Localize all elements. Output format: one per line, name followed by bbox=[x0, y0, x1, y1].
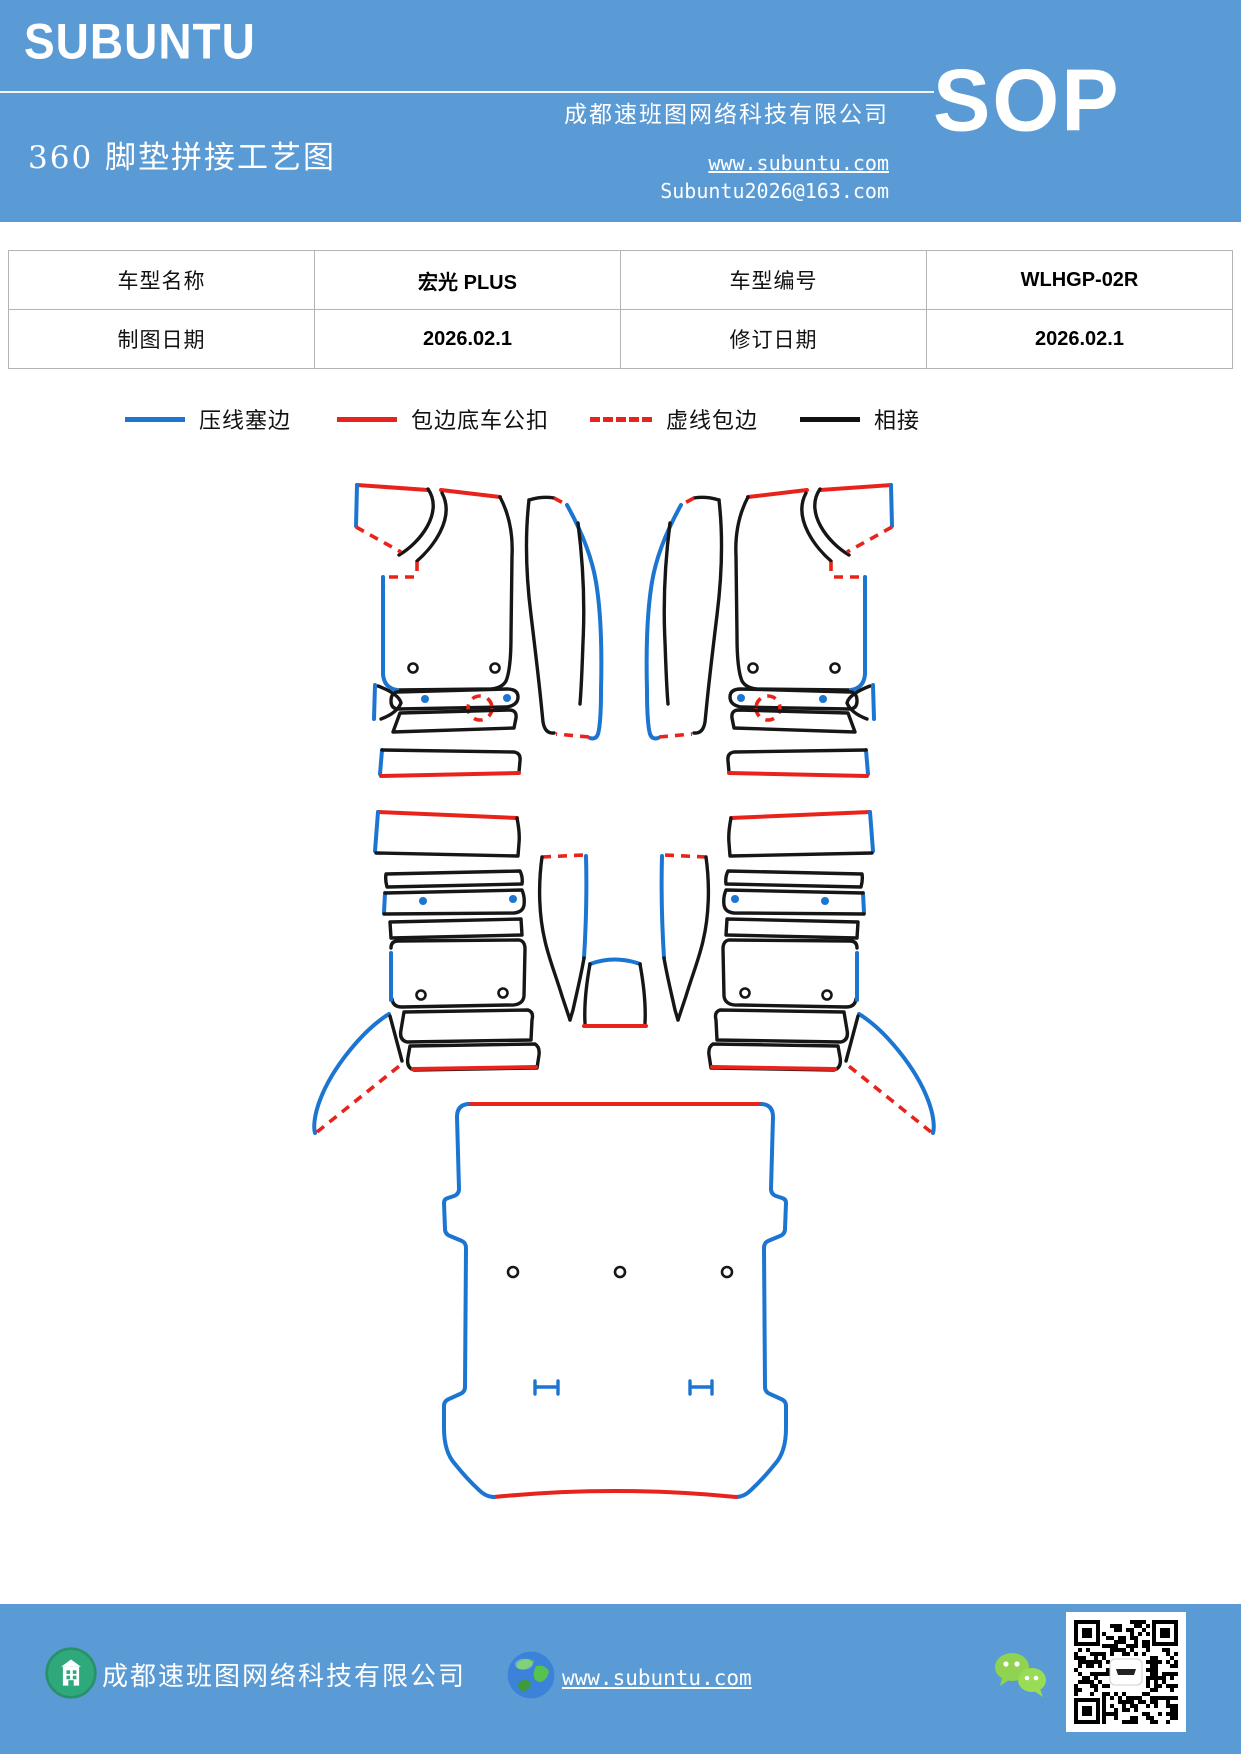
red-line-swatch bbox=[337, 416, 397, 422]
sop-label: SOP bbox=[933, 52, 1121, 150]
model-code-label: 车型编号 bbox=[620, 250, 927, 310]
right-half-pieces bbox=[644, 483, 936, 1135]
rear-dot-strip bbox=[382, 888, 526, 916]
wechat-icon bbox=[995, 1653, 1046, 1697]
draw-date-value: 2026.02.1 bbox=[314, 309, 621, 369]
footer-band: 成都速班图网络科技有限公司 www.subuntu.com bbox=[0, 1604, 1241, 1754]
corner-triangle-piece bbox=[372, 683, 403, 721]
legend-item-dashed-wrap: 虚线包边 bbox=[590, 404, 758, 434]
legend-label: 包边底车公扣 bbox=[411, 409, 550, 434]
center-tall-piece bbox=[537, 853, 589, 1022]
globe-icon bbox=[507, 1651, 555, 1699]
front-strip-1 bbox=[389, 687, 520, 722]
rear-bottom-piece bbox=[389, 938, 527, 1009]
legend-item-press-line: 压线塞边 bbox=[125, 404, 291, 434]
legend-item-join: 相接 bbox=[800, 404, 920, 434]
legend-label: 虚线包边 bbox=[666, 409, 759, 434]
header-company-name: 成都速班图网络科技有限公司 bbox=[564, 102, 889, 128]
rear-lower-strip-2 bbox=[405, 1042, 541, 1072]
front-strip-2 bbox=[391, 708, 518, 734]
legend-label: 压线塞边 bbox=[199, 409, 292, 434]
door-sill-piece bbox=[524, 495, 604, 741]
revise-date-label: 修订日期 bbox=[620, 309, 927, 369]
footer-company-name: 成都速班图网络科技有限公司 bbox=[102, 1662, 467, 1692]
model-name-label: 车型名称 bbox=[8, 250, 315, 310]
cargo-mat bbox=[442, 1102, 788, 1499]
legend-label: 相接 bbox=[874, 409, 921, 434]
building-icon bbox=[45, 1647, 97, 1699]
footer-website-link[interactable]: www.subuntu.com bbox=[562, 1666, 752, 1690]
draw-date-label: 制图日期 bbox=[8, 309, 315, 369]
legend-item-edge-buckle: 包边底车公扣 bbox=[337, 404, 549, 434]
revise-date-value: 2026.02.1 bbox=[926, 309, 1233, 369]
header-email: Subuntu2026@163.com bbox=[660, 179, 889, 203]
front-mat-left bbox=[354, 483, 514, 692]
qr-code bbox=[1066, 1612, 1186, 1732]
side-wing-piece bbox=[312, 1012, 405, 1135]
center-tunnel-piece bbox=[582, 957, 648, 1028]
table-row: 制图日期 2026.02.1 修订日期 2026.02.1 bbox=[8, 309, 1233, 369]
page-title: 360 脚垫拼接工艺图 bbox=[28, 140, 337, 176]
rear-lower-strip-1 bbox=[398, 1008, 535, 1044]
table-row: 车型名称 宏光 PLUS 车型编号 WLHGP-02R bbox=[8, 250, 1233, 310]
brand-logo: SUBUNTU bbox=[24, 12, 256, 70]
left-half-pieces bbox=[312, 483, 604, 1135]
header-divider bbox=[0, 91, 934, 93]
rear-thin-strip-2 bbox=[388, 917, 524, 940]
rear-wide-piece bbox=[373, 810, 521, 858]
blue-line-swatch bbox=[125, 416, 185, 422]
qr-finder-patterns bbox=[1074, 1620, 1178, 1724]
model-code-value: WLHGP-02R bbox=[926, 250, 1233, 310]
rear-thin-strip-1 bbox=[383, 869, 524, 889]
front-strip-3 bbox=[378, 748, 522, 778]
vehicle-info-table: 车型名称 宏光 PLUS 车型编号 WLHGP-02R 制图日期 2026.02… bbox=[8, 250, 1233, 369]
red-dashed-swatch bbox=[590, 416, 652, 422]
header-website-link[interactable]: www.subuntu.com bbox=[708, 151, 889, 175]
black-line-swatch bbox=[800, 416, 860, 422]
header-band: SUBUNTU 360 脚垫拼接工艺图 成都速班图网络科技有限公司 SOP ww… bbox=[0, 0, 1241, 222]
